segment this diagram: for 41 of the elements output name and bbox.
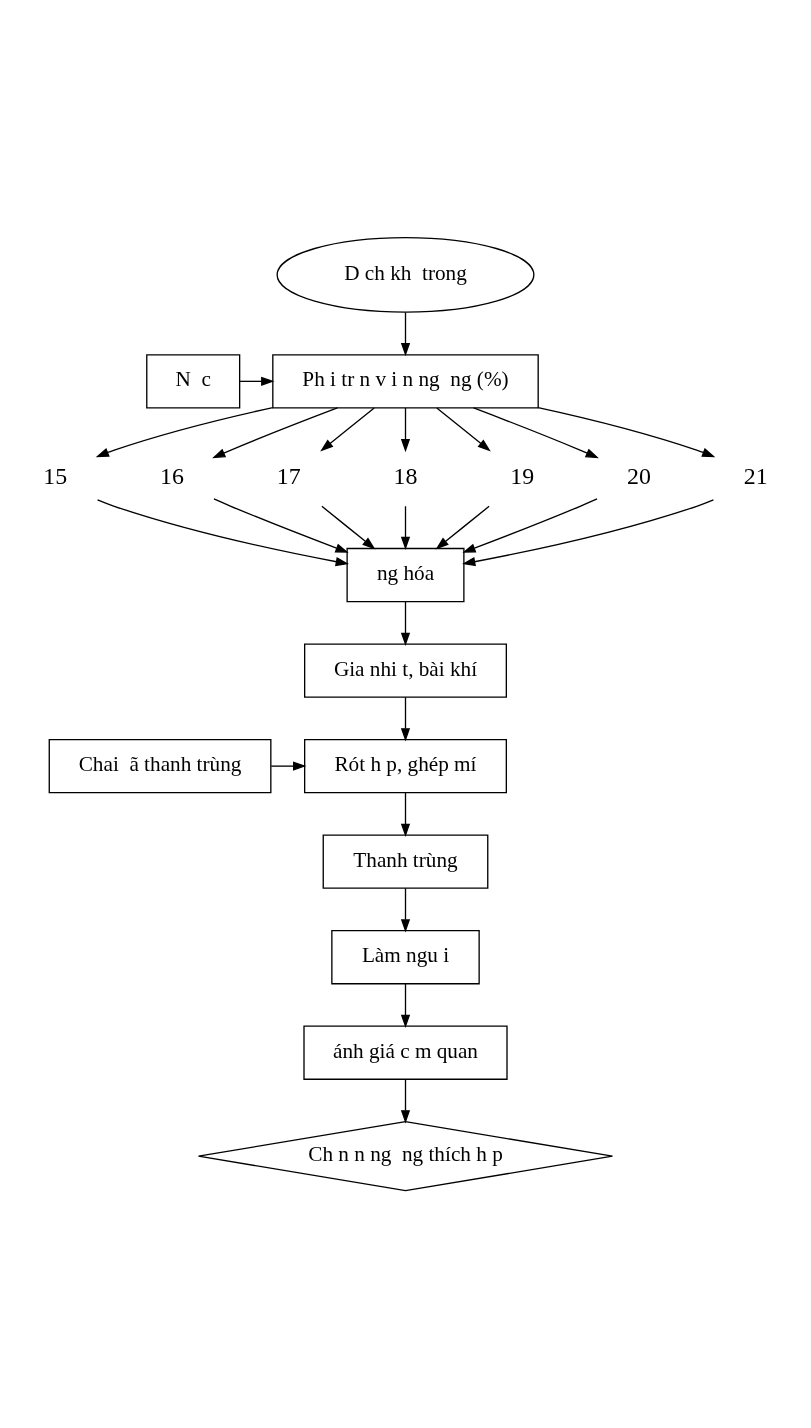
arrow <box>400 311 411 357</box>
arrow <box>400 887 411 933</box>
node-box: Chai ã thanh trùng <box>48 738 272 794</box>
arrow <box>537 406 716 458</box>
arrow <box>400 696 411 742</box>
arrow <box>400 983 411 1029</box>
arrow <box>96 499 349 567</box>
arrow <box>400 792 411 837</box>
arrow <box>400 407 411 453</box>
node-diamond: Ch n n ng ng thích h p <box>197 1121 614 1192</box>
arrow <box>462 499 715 567</box>
node-box: Gia nhi t, bài khí <box>304 643 507 698</box>
arrow <box>400 505 411 550</box>
arrow <box>95 406 274 458</box>
node-box: Làm ngu i <box>331 929 480 985</box>
arrow <box>213 498 349 553</box>
arrow <box>462 498 598 553</box>
arrow <box>400 601 411 646</box>
node-text: 18 <box>393 463 418 490</box>
arrow <box>436 407 491 452</box>
node-text: 15 <box>43 463 68 490</box>
arrow <box>400 1078 411 1124</box>
node-box: ánh giá c m quan <box>303 1025 508 1080</box>
node-box: Thanh trùng <box>322 834 489 889</box>
arrow <box>321 505 376 550</box>
arrow <box>320 407 375 452</box>
arrow <box>435 505 490 550</box>
arrow <box>472 407 599 459</box>
arrow <box>239 376 275 386</box>
node-text: 17 <box>276 463 301 490</box>
node-text: 16 <box>160 463 184 490</box>
node-ellipse: D ch kh trong <box>276 236 535 313</box>
node-text: 21 <box>743 463 768 490</box>
node-text: 20 <box>627 463 651 490</box>
node-box: Ph i tr n v i n ng ng (%) <box>272 354 539 409</box>
node-box: N c <box>146 354 241 409</box>
arrow <box>212 407 339 459</box>
node-text: 19 <box>510 463 535 490</box>
node-box: Rót h p, ghép mí <box>304 738 507 794</box>
arrow <box>270 761 307 771</box>
node-box: ng hóa <box>346 547 465 603</box>
